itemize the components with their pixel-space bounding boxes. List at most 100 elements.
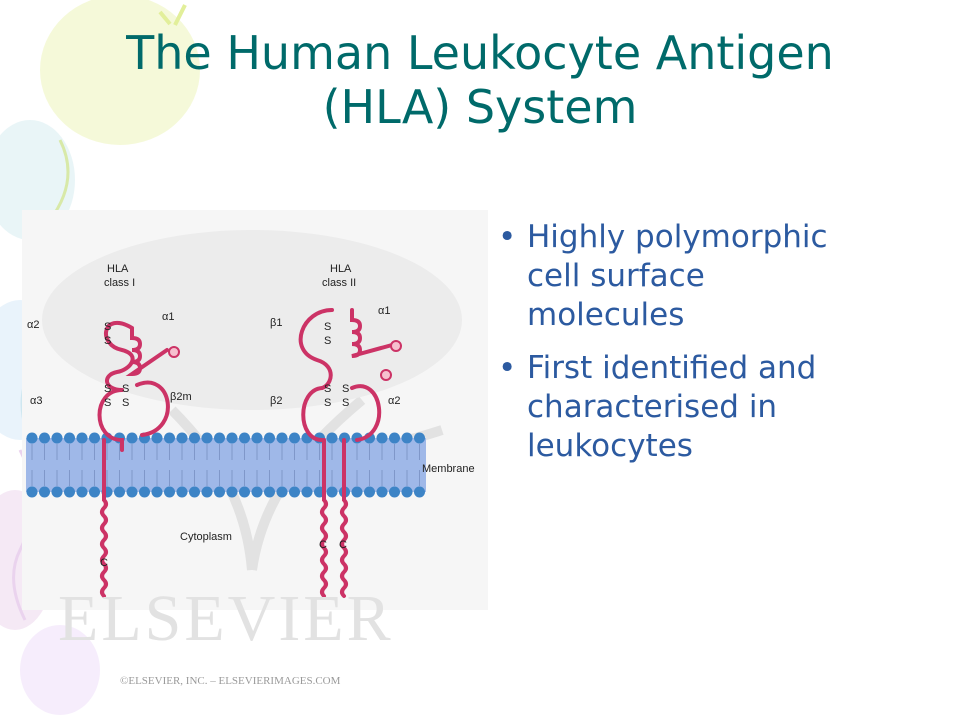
lipid-head xyxy=(239,432,250,444)
hla-class-1-molecule xyxy=(97,320,170,598)
lipid-head xyxy=(214,432,225,444)
cytoplasm-label: Cytoplasm xyxy=(180,531,232,543)
lipid-head xyxy=(326,432,338,444)
disulfide-label: S xyxy=(122,383,129,395)
lipid-head xyxy=(39,432,50,444)
slide-title: The Human Leukocyte Antigen (HLA) System xyxy=(60,26,900,134)
class-2-label: class II xyxy=(322,277,356,289)
lipid-head xyxy=(289,432,300,444)
c-terminus-label: C xyxy=(100,557,108,569)
lipid-head xyxy=(164,486,175,498)
lipid-head xyxy=(376,432,388,444)
lipid-head xyxy=(76,486,88,498)
balloon-string xyxy=(158,4,187,26)
lipid-head xyxy=(414,432,425,444)
disulfide-label: S xyxy=(342,397,349,409)
c-terminus-label: C xyxy=(319,539,327,551)
bullet-line: molecules xyxy=(527,297,685,333)
beta2-domain-loop xyxy=(301,386,324,442)
bullet-line: characterised in xyxy=(527,389,778,425)
lipid-head xyxy=(326,486,338,498)
bullet-line: leukocytes xyxy=(527,428,693,464)
lipid-head xyxy=(251,486,263,498)
lipid-head xyxy=(339,432,350,444)
balloon-shape xyxy=(40,0,200,145)
disulfide-label: S xyxy=(122,397,129,409)
domain-label: α3 xyxy=(30,395,42,407)
membrane-band xyxy=(26,438,426,492)
class-1-label: class I xyxy=(104,277,135,289)
disulfide-label: S xyxy=(324,335,331,347)
lipid-head xyxy=(251,432,263,444)
lipid-head xyxy=(76,432,88,444)
lipid-head xyxy=(114,486,125,498)
domain-label: α1 xyxy=(162,311,174,323)
lipid-head xyxy=(151,486,163,498)
lipid-head xyxy=(289,486,300,498)
copyright-line: ©ELSEVIER, INC. – ELSEVIERIMAGES.COM xyxy=(120,675,341,687)
glycan-knob xyxy=(390,340,402,352)
balloon-shape xyxy=(20,625,100,715)
disulfide-label: S xyxy=(104,321,111,333)
disulfide-label: S xyxy=(324,397,331,409)
lipid-head xyxy=(176,486,188,498)
domain-label: β2 xyxy=(270,395,282,407)
domain-label: α2 xyxy=(27,319,39,331)
lipid-tails xyxy=(31,444,420,486)
lipid-head xyxy=(389,432,400,444)
bullet-list: Highly polymorphic cell surface molecule… xyxy=(496,218,916,480)
domain-label: β1 xyxy=(270,317,282,329)
lipid-head xyxy=(189,432,200,444)
glycan-knob xyxy=(380,369,392,381)
disulfide-label: S xyxy=(324,321,331,333)
beta1-domain-loop xyxy=(298,308,334,390)
disulfide-label: S xyxy=(342,383,349,395)
class-1-label: HLA xyxy=(107,263,129,275)
disulfide-label: S xyxy=(104,335,111,347)
lipid-head xyxy=(414,486,425,498)
lipid-head xyxy=(51,432,63,444)
lipid-head xyxy=(26,486,38,498)
beta2m-domain-loop xyxy=(135,380,170,437)
elsevier-watermark: ELSEVIER xyxy=(58,582,394,655)
bullet-item: Highly polymorphic cell surface molecule… xyxy=(496,218,916,335)
lipid-heads-inner xyxy=(26,486,425,498)
domain-label: α2 xyxy=(388,395,400,407)
lipid-head xyxy=(176,432,188,444)
title-line-1: The Human Leukocyte Antigen xyxy=(126,26,834,80)
membrane-label: Membrane xyxy=(422,463,475,475)
title-line-2: (HLA) System xyxy=(322,80,638,134)
lipid-head xyxy=(301,486,313,498)
lipid-head xyxy=(64,432,75,444)
glycan-knob xyxy=(168,346,180,358)
disulfide-label: S xyxy=(324,383,331,395)
lipid-head xyxy=(201,486,213,498)
bullet-line: Highly polymorphic xyxy=(527,219,828,255)
lipid-head xyxy=(164,432,175,444)
alpha1-domain-loop xyxy=(104,320,169,392)
lipid-head xyxy=(89,486,100,498)
lipid-head xyxy=(401,486,413,498)
lipid-head xyxy=(239,486,250,498)
lipid-head xyxy=(351,486,363,498)
lipid-head xyxy=(201,432,213,444)
bullet-item: First identified and characterised in le… xyxy=(496,349,916,466)
lipid-head xyxy=(51,486,63,498)
alpha3-domain-loop xyxy=(97,388,124,452)
alpha1-domain-class2-loop xyxy=(350,308,394,358)
transmembrane-chain-alpha xyxy=(340,438,348,598)
lipid-head xyxy=(26,432,38,444)
lipid-head xyxy=(364,486,375,498)
c-terminus-label: C xyxy=(339,539,347,551)
transmembrane-chain xyxy=(100,438,108,598)
lipid-head xyxy=(126,432,138,444)
lipid-head xyxy=(189,486,200,498)
bullet-line: First identified and xyxy=(527,350,817,386)
domain-label: α1 xyxy=(378,305,390,317)
hla-diagram: HLA class I HLA class II α2 α1 α3 β2m β1… xyxy=(22,210,488,687)
lipid-head xyxy=(126,486,138,498)
lipid-head xyxy=(214,486,225,498)
disulfide-label: S xyxy=(104,383,111,395)
alpha2-domain-class2-loop xyxy=(350,384,382,442)
transmembrane-chain-beta xyxy=(320,438,328,598)
